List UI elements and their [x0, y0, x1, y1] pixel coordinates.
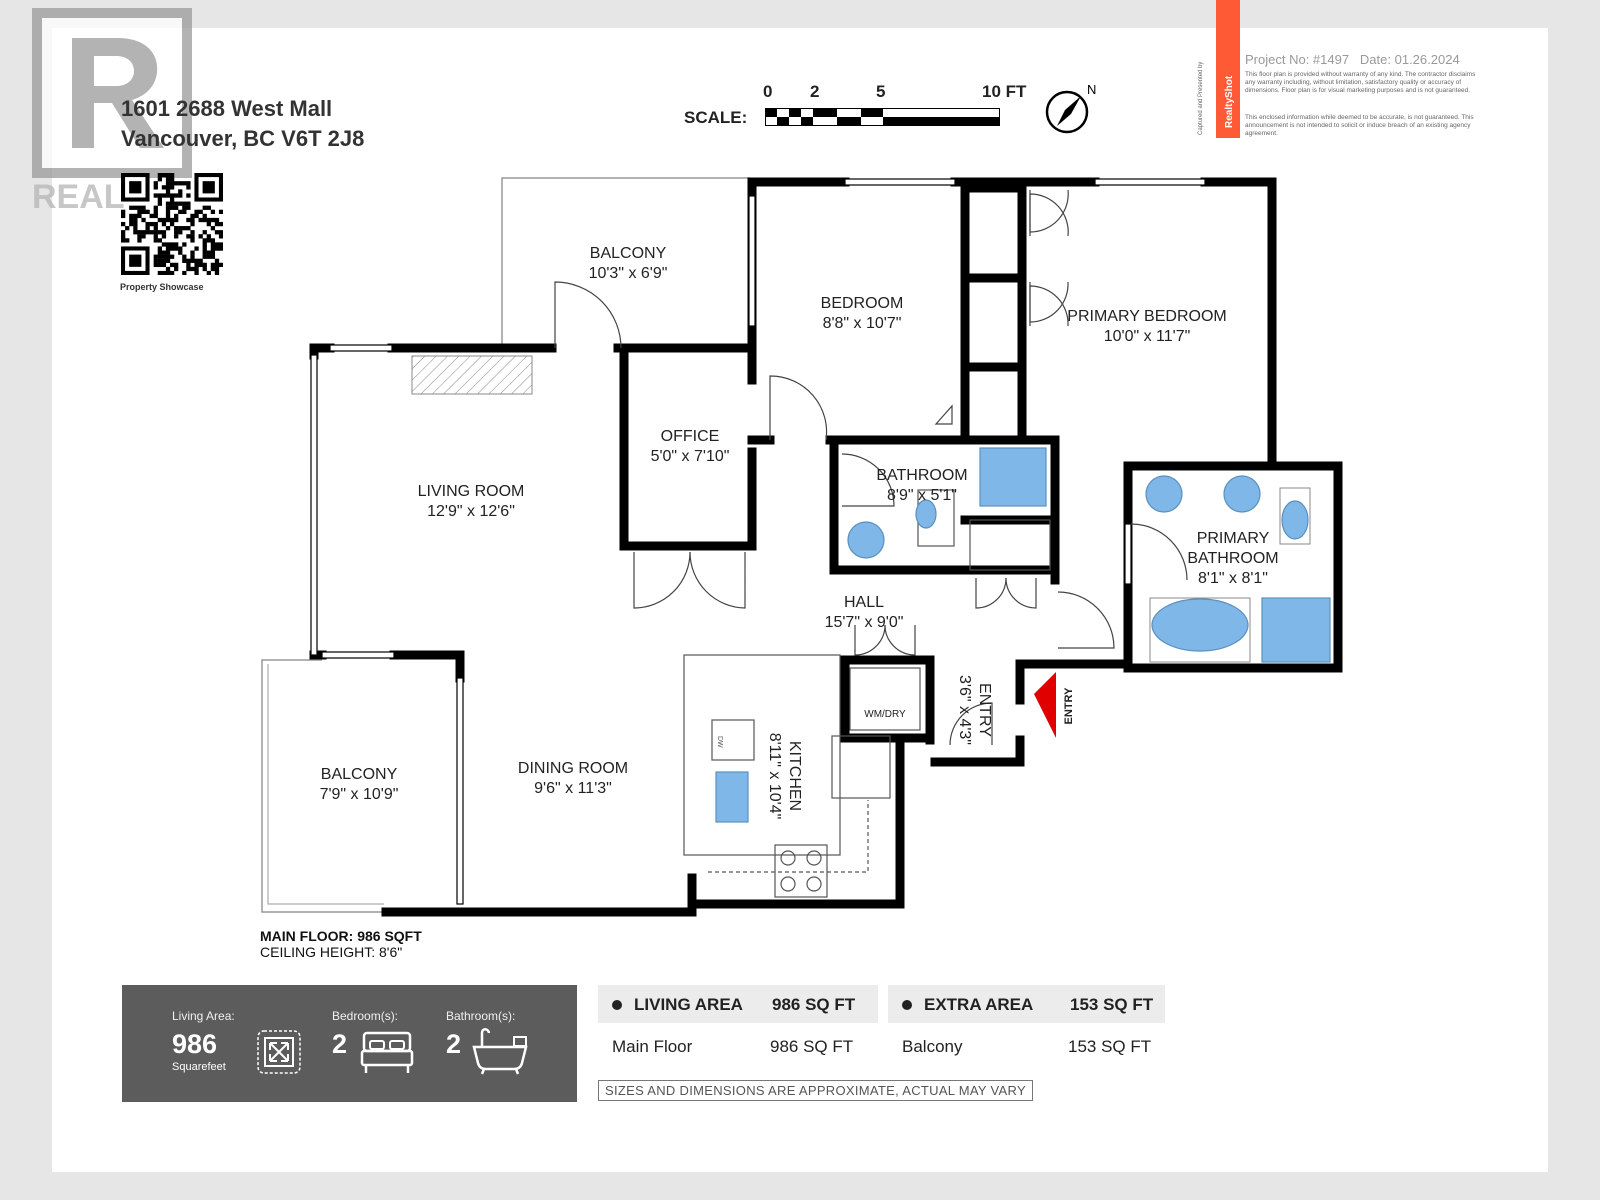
- room-primary-bedroom-dims: 10'0" x 11'7": [1104, 328, 1191, 345]
- room-primary-bathroom-dims: 8'1" x 8'1": [1198, 570, 1268, 587]
- bath-fixtures: [715, 447, 1331, 823]
- floor-info: MAIN FLOOR: 986 SQFT CEILING HEIGHT: 8'6…: [260, 928, 422, 960]
- scale-tick-0: 0: [763, 82, 773, 101]
- brand-ribbon: RealtyShot: [1214, 0, 1244, 145]
- extra-area-header: EXTRA AREA 153 SQ FT: [888, 985, 1165, 1023]
- bathtub: [1151, 598, 1249, 652]
- scale-tick-2: 2: [810, 82, 820, 101]
- expand-area-icon: [256, 1029, 302, 1080]
- bed-icon: [360, 1031, 414, 1080]
- scale-label: SCALE:: [684, 108, 748, 127]
- room-balcony-top-dims: 10'3" x 6'9": [589, 265, 668, 282]
- room-entry-dims: 3'6" x 4'3": [956, 675, 973, 745]
- room-dining-room-name: DINING ROOM: [518, 760, 628, 777]
- living-area-header-value: 986 SQ FT: [772, 995, 856, 1014]
- room-office-dims: 5'0" x 7'10": [651, 448, 730, 465]
- interior-fixtures: [683, 489, 1051, 898]
- bedrooms-value: 2: [332, 1029, 348, 1059]
- room-bathroom-dims: 8'9" x 5'1": [887, 487, 957, 504]
- room-balcony-top-name: BALCONY: [590, 245, 667, 262]
- room-balcony-left-dims: 7'9" x 10'9": [320, 786, 399, 803]
- entry-marker-label: ENTRY: [1063, 687, 1075, 725]
- kitchen-sink: [715, 771, 749, 823]
- address-line1: 1601 2688 West Mall: [121, 96, 333, 121]
- compass-icon: N: [1045, 82, 1101, 141]
- shower-1: [979, 447, 1047, 507]
- scale-tick-5: 5: [876, 82, 886, 101]
- project-disclaimer-1: This floor plan is provided without warr…: [1245, 71, 1476, 94]
- project-date: Date: 01.26.2024: [1359, 52, 1460, 67]
- balcony-area-value: 153 SQ FT: [1068, 1037, 1152, 1056]
- dishwasher-label: DW: [716, 736, 723, 748]
- room-bathroom-name: BATHROOM: [876, 467, 967, 484]
- laundry-label: WM/DRY: [864, 709, 906, 720]
- main-floor-size: MAIN FLOOR: 986 SQFT: [260, 928, 422, 944]
- property-address: 1601 2688 West Mall Vancouver, BC V6T 2J…: [121, 94, 364, 154]
- room-dining-room-dims: 9'6" x 11'3": [534, 780, 612, 797]
- room-kitchen-name: KITCHEN: [786, 741, 803, 811]
- room-primary-bathroom-line1: PRIMARY: [1197, 530, 1270, 547]
- logo-text: REAL: [32, 178, 125, 213]
- walls: [309, 177, 1343, 917]
- living-area-unit: Squarefeet: [172, 1061, 226, 1073]
- qr-caption: Property Showcase: [120, 282, 204, 292]
- extra-area-header-label: EXTRA AREA: [924, 995, 1034, 1014]
- extra-area-header-value: 153 SQ FT: [1070, 995, 1154, 1014]
- project-info: Project No: #1497 Date: 01.26.2024: [1245, 52, 1460, 67]
- scale-tick-10: 10 FT: [982, 82, 1027, 101]
- room-primary-bathroom-line2: BATHROOM: [1187, 550, 1278, 567]
- living-area-header: LIVING AREA 986 SQ FT: [598, 985, 878, 1023]
- ceiling-height: CEILING HEIGHT: 8'6": [260, 944, 403, 960]
- windows: [310, 178, 1206, 905]
- sink-2: [1145, 475, 1183, 513]
- size-disclaimer: SIZES AND DIMENSIONS ARE APPROXIMATE, AC…: [598, 1080, 1033, 1101]
- project-number: Project No: #1497: [1245, 52, 1350, 67]
- bathtub-icon: [472, 1025, 530, 1080]
- bathrooms-value: 2: [446, 1029, 462, 1059]
- extra-area-row: Balcony 153 SQ FT: [888, 1027, 1165, 1065]
- room-hall-name: HALL: [844, 594, 884, 611]
- room-office-name: OFFICE: [661, 428, 720, 445]
- stats-panel: Living Area: 986 Squarefeet Bedroom(s): …: [122, 985, 577, 1102]
- shower-2: [1261, 597, 1331, 663]
- toilet-2: [1281, 500, 1309, 540]
- room-bedroom-dims: 8'8" x 10'7": [823, 315, 902, 332]
- living-area-label: Living Area:: [172, 1009, 235, 1023]
- project-disclaimer-2: This enclosed information while deemed t…: [1245, 114, 1474, 137]
- scale-bar: [765, 108, 1001, 133]
- room-living-room-dims: 12'9" x 12'6": [427, 503, 515, 520]
- room-entry-name: ENTRY: [976, 683, 993, 737]
- room-bedroom-name: BEDROOM: [821, 295, 904, 312]
- door-swings: [554, 189, 1188, 746]
- room-balcony-left-name: BALCONY: [321, 766, 398, 783]
- bathrooms-label: Bathroom(s):: [446, 1009, 516, 1023]
- address-line2: Vancouver, BC V6T 2J8: [121, 126, 365, 151]
- compass-north: N: [1087, 82, 1096, 97]
- main-floor-label: Main Floor: [612, 1037, 693, 1056]
- main-floor-value: 986 SQ FT: [770, 1037, 854, 1056]
- bullet-icon: [612, 1000, 622, 1010]
- balcony-area-label: Balcony: [902, 1037, 963, 1056]
- room-living-room-name: LIVING ROOM: [418, 483, 525, 500]
- toilet-1: [915, 499, 937, 529]
- living-area-row: Main Floor 986 SQ FT: [598, 1027, 878, 1065]
- bullet-icon: [902, 1000, 912, 1010]
- fireplace: [411, 355, 533, 395]
- living-area-value: 986: [172, 1029, 218, 1059]
- balcony-outlines: [261, 177, 750, 913]
- living-area-header-label: LIVING AREA: [634, 995, 743, 1014]
- room-kitchen-dims: 8'11" x 10'4": [766, 733, 783, 820]
- room-hall-dims: 15'7" x 9'0": [825, 614, 904, 631]
- entry-arrow-icon: [1034, 672, 1056, 738]
- sink-1: [847, 521, 885, 559]
- qr-code[interactable]: [121, 173, 224, 280]
- realtor-logo: REAL: [32, 8, 192, 216]
- room-primary-bedroom-name: PRIMARY BEDROOM: [1067, 308, 1226, 325]
- brand-name: RealtyShot: [1224, 75, 1235, 128]
- room-labels: BALCONY 10'3" x 6'9" BEDROOM 8'8" x 10'7…: [320, 245, 1279, 819]
- sink-3: [1223, 475, 1261, 513]
- bedrooms-label: Bedroom(s):: [332, 1009, 399, 1023]
